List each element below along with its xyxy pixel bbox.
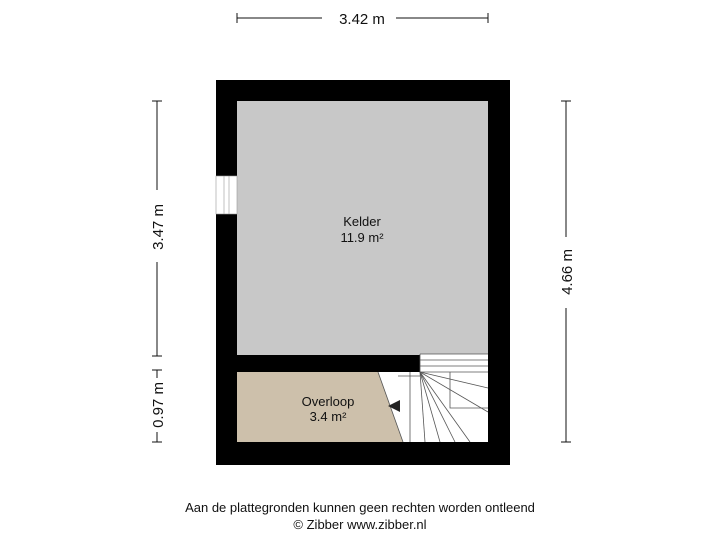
stairs [377, 353, 489, 443]
room-overloop [237, 372, 403, 442]
dimension-left-upper: 3.47 m [150, 100, 167, 357]
dimension-left-lower: 0.97 m [150, 369, 167, 443]
room-overloop-name: Overloop [302, 394, 355, 409]
dimension-top-label: 3.42 m [339, 11, 385, 28]
window-left [215, 175, 238, 215]
room-kelder-name: Kelder [343, 214, 381, 229]
room-kelder-area: 11.9 m² [340, 230, 384, 245]
dimension-left-lower-label: 0.97 m [150, 382, 167, 428]
room-kelder [237, 101, 488, 355]
footer-credit: © Zibber www.zibber.nl [293, 517, 427, 532]
dimension-left-upper-label: 3.47 m [150, 204, 167, 250]
dimension-right: 4.66 m [559, 100, 576, 443]
stair-opening [420, 354, 488, 373]
stair-arrow-icon [388, 400, 400, 412]
dimension-right-label: 4.66 m [559, 249, 576, 295]
room-overloop-area: 3.4 m² [310, 409, 348, 424]
dimension-top: 3.42 m [236, 11, 489, 28]
footer-disclaimer: Aan de plattegronden kunnen geen rechten… [185, 500, 535, 515]
